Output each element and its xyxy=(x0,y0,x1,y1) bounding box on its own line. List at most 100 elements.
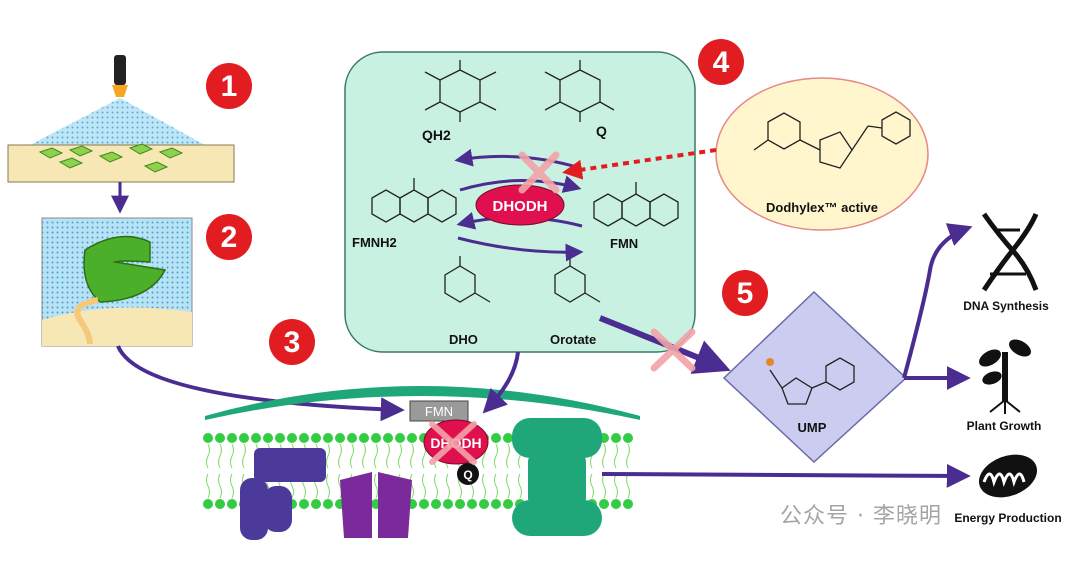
mitochondria-icon xyxy=(978,454,1038,498)
svg-text:1: 1 xyxy=(221,70,238,103)
lipid-head xyxy=(323,433,333,443)
lipid-head xyxy=(311,499,321,509)
svg-text:FMN: FMN xyxy=(425,404,453,419)
lipid-head xyxy=(227,499,237,509)
dna-icon xyxy=(981,212,1039,292)
lipid-head xyxy=(611,433,621,443)
lipid-tail xyxy=(374,443,378,499)
lipid-head xyxy=(251,433,261,443)
lipid-tail xyxy=(602,443,606,499)
step-badge-5: 5 xyxy=(722,270,768,316)
lipid-head xyxy=(203,433,213,443)
lipid-tail xyxy=(326,443,330,499)
lipid-head xyxy=(287,433,297,443)
svg-text:2: 2 xyxy=(221,221,238,254)
fmnh2-structure xyxy=(371,178,457,223)
ump-block-cross-icon xyxy=(650,328,696,372)
lipid-tail xyxy=(626,443,630,499)
fmn-structure xyxy=(593,182,679,227)
lipid-tail xyxy=(410,443,414,499)
lipid-tail xyxy=(206,443,210,499)
dho-label: DHO xyxy=(449,332,478,347)
lipid-head xyxy=(491,433,501,443)
lipid-head xyxy=(359,433,369,443)
ump-label: UMP xyxy=(798,420,827,435)
lipid-head xyxy=(407,433,417,443)
lipid-head xyxy=(443,499,453,509)
leaf-cells xyxy=(38,143,184,173)
reaction-arc-bottom xyxy=(457,236,584,262)
lipid-head xyxy=(311,433,321,443)
lipid-tail xyxy=(494,443,498,499)
lipid-tail xyxy=(506,443,510,499)
svg-text:Q: Q xyxy=(463,468,472,482)
watermark: 公众号 · 李晓明 xyxy=(780,504,942,529)
step-badge-1: 1 xyxy=(206,63,252,109)
lipid-head xyxy=(599,499,609,509)
membrane-protein-blue xyxy=(240,448,326,540)
step-badge-4: 4 xyxy=(698,39,744,85)
lipid-head xyxy=(275,433,285,443)
arrow-leaf-to-membrane xyxy=(116,345,405,422)
lipid-head xyxy=(215,499,225,509)
lipid-tail xyxy=(422,443,426,499)
q-structure xyxy=(544,60,615,122)
energy-label: Energy Production xyxy=(954,511,1061,525)
q-label: Q xyxy=(596,123,607,139)
dho-structure xyxy=(444,256,491,303)
inhibitor-structure xyxy=(753,111,911,169)
plant-icon xyxy=(979,339,1031,414)
arrow-to-dna xyxy=(902,223,973,379)
sprayer-icon xyxy=(112,55,128,97)
reaction-arc-upper xyxy=(459,175,582,193)
fmn-tag: FMN xyxy=(409,400,469,422)
lipid-head xyxy=(611,499,621,509)
lipid-head xyxy=(299,499,309,509)
dhodh-enzyme: DHODH xyxy=(475,184,565,226)
lipid-tail xyxy=(218,443,222,499)
membrane-protein-green xyxy=(512,418,602,536)
ump-structure xyxy=(769,357,855,405)
step-badge-2: 2 xyxy=(206,214,252,260)
spray-cone xyxy=(30,98,205,145)
fmn-label: FMN xyxy=(610,236,638,251)
lipid-head xyxy=(299,433,309,443)
lipid-head xyxy=(227,433,237,443)
lipid-head xyxy=(239,433,249,443)
inhibitor-label: Dodhylex™ active xyxy=(766,200,878,215)
qh2-label: QH2 xyxy=(422,127,451,143)
lipid-head xyxy=(395,433,405,443)
membrane-protein-purple xyxy=(340,472,412,538)
fmnh2-label: FMNH2 xyxy=(352,235,397,250)
lipid-head xyxy=(383,433,393,443)
lipid-head xyxy=(503,433,513,443)
svg-text:3: 3 xyxy=(284,326,301,359)
phosphate-icon xyxy=(766,358,774,366)
lipid-head xyxy=(479,499,489,509)
lipid-head xyxy=(623,433,633,443)
lipid-head xyxy=(419,499,429,509)
lipid-tail xyxy=(614,443,618,499)
lipid-head xyxy=(431,499,441,509)
plant-label: Plant Growth xyxy=(967,419,1042,433)
leaf-surface xyxy=(7,144,235,183)
lipid-tail xyxy=(230,443,234,499)
qh2-structure xyxy=(424,60,497,122)
lipid-head xyxy=(215,433,225,443)
dna-label: DNA Synthesis xyxy=(963,299,1049,313)
ump-diamond xyxy=(722,290,908,464)
lipid-head xyxy=(467,499,477,509)
lipid-head xyxy=(335,433,345,443)
lipid-head xyxy=(263,433,273,443)
arrow-to-energy xyxy=(601,463,971,488)
arrow-panel-to-membrane xyxy=(482,351,520,414)
lipid-head xyxy=(455,499,465,509)
lipid-head xyxy=(503,499,513,509)
orotate-label: Orotate xyxy=(550,332,596,347)
inhibition-arrow xyxy=(562,148,717,180)
svg-text:DHODH: DHODH xyxy=(493,198,548,215)
lipid-head xyxy=(203,499,213,509)
leaf-hypha xyxy=(74,297,99,345)
step-badge-3: 3 xyxy=(269,319,315,365)
